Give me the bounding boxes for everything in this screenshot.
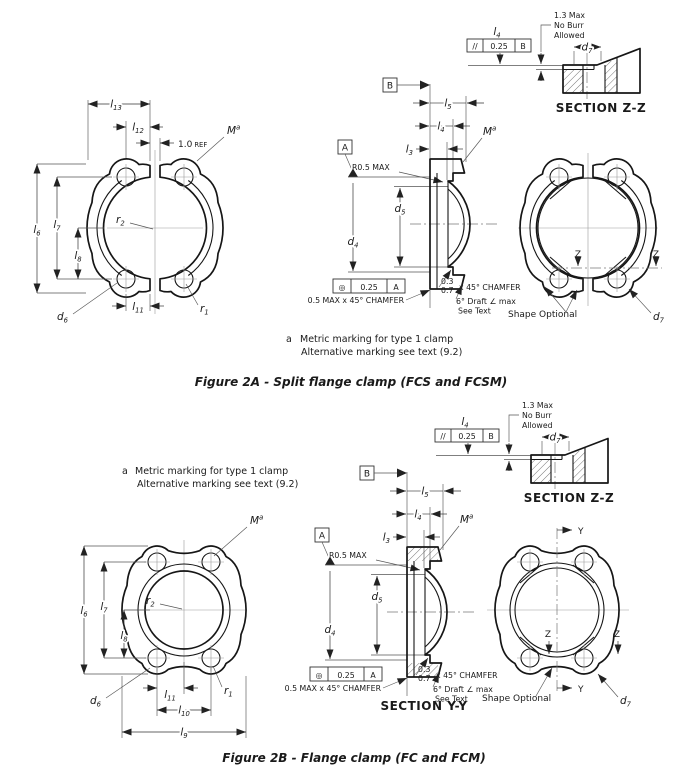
dim-l13: l13 (110, 99, 122, 113)
dim-l9-2b: l9 (180, 727, 187, 741)
section-yy-title: SECTION Y-Y (380, 699, 467, 713)
dim-r1: r1 (200, 303, 209, 317)
fig2b-note-line1: Metric marking for type 1 clamp (135, 466, 288, 477)
fig2b-note-line2: Alternative marking see text (9.2) (137, 479, 298, 490)
fig2b-note-marker: a (122, 466, 128, 477)
dim-l11: l11 (132, 301, 144, 315)
dim-d6-2b: d6 (90, 695, 102, 709)
fig2a-note-line2: Alternative marking see text (9.2) (301, 347, 462, 358)
dim-l7-2b: l7 (100, 601, 108, 615)
dim-l6: l6 (33, 224, 41, 238)
dim-r2: r2 (116, 214, 125, 228)
section-mark-z-left: Z (575, 250, 581, 260)
dim-l8-2b: l8 (120, 630, 128, 644)
dim-d7-rear: d7 (653, 311, 665, 325)
figure-2b: a Metric marking for type 1 clamp Altern… (79, 401, 632, 765)
fig2a-front-view (86, 150, 224, 314)
dim-d6: d6 (57, 311, 69, 325)
shape-optional-note: Shape Optional (508, 310, 577, 320)
dim-r1-2b: r1 (224, 685, 233, 699)
fig2a-note-marker: a (286, 334, 292, 345)
dim-l10-2b: l10 (178, 705, 190, 719)
section-mark-z-right-2b: Z (614, 630, 620, 640)
section-mark-z-right: Z (653, 250, 659, 260)
dim-l7: l7 (53, 219, 61, 233)
section-mark-y-bottom: Y (577, 685, 584, 695)
section-mark-y-top: Y (577, 527, 584, 537)
fig2a-note-line1: Metric marking for type 1 clamp (300, 334, 453, 345)
section-mark-z-left-2b: Z (545, 630, 551, 640)
fig2a-marking-label: Ma (227, 124, 240, 138)
fig2a-caption: Figure 2A - Split flange clamp (FCS and … (195, 375, 508, 389)
dim-l6-2b: l6 (80, 605, 88, 619)
dim-l11-2b: l11 (164, 689, 176, 703)
dim-l8: l8 (74, 250, 82, 264)
fig2b-caption: Figure 2B - Flange clamp (FC and FCM) (222, 751, 485, 765)
fig2a-rear-view: Z Z Shape Optional d7 (508, 153, 665, 325)
fig2b-marking-label: Ma (250, 514, 263, 528)
dim-d7-rear-2b: d7 (620, 695, 632, 709)
fig2b-front-dims: Ma l6 l7 l8 r2 d6 r1 (79, 514, 264, 742)
shape-optional-note-2b: Shape Optional (482, 694, 551, 704)
dim-l12: l12 (132, 122, 144, 136)
dim-r2-2b: r2 (146, 595, 155, 609)
fig2b-rear-view: Y Y Z Z Shape Optional d7 (482, 526, 632, 709)
